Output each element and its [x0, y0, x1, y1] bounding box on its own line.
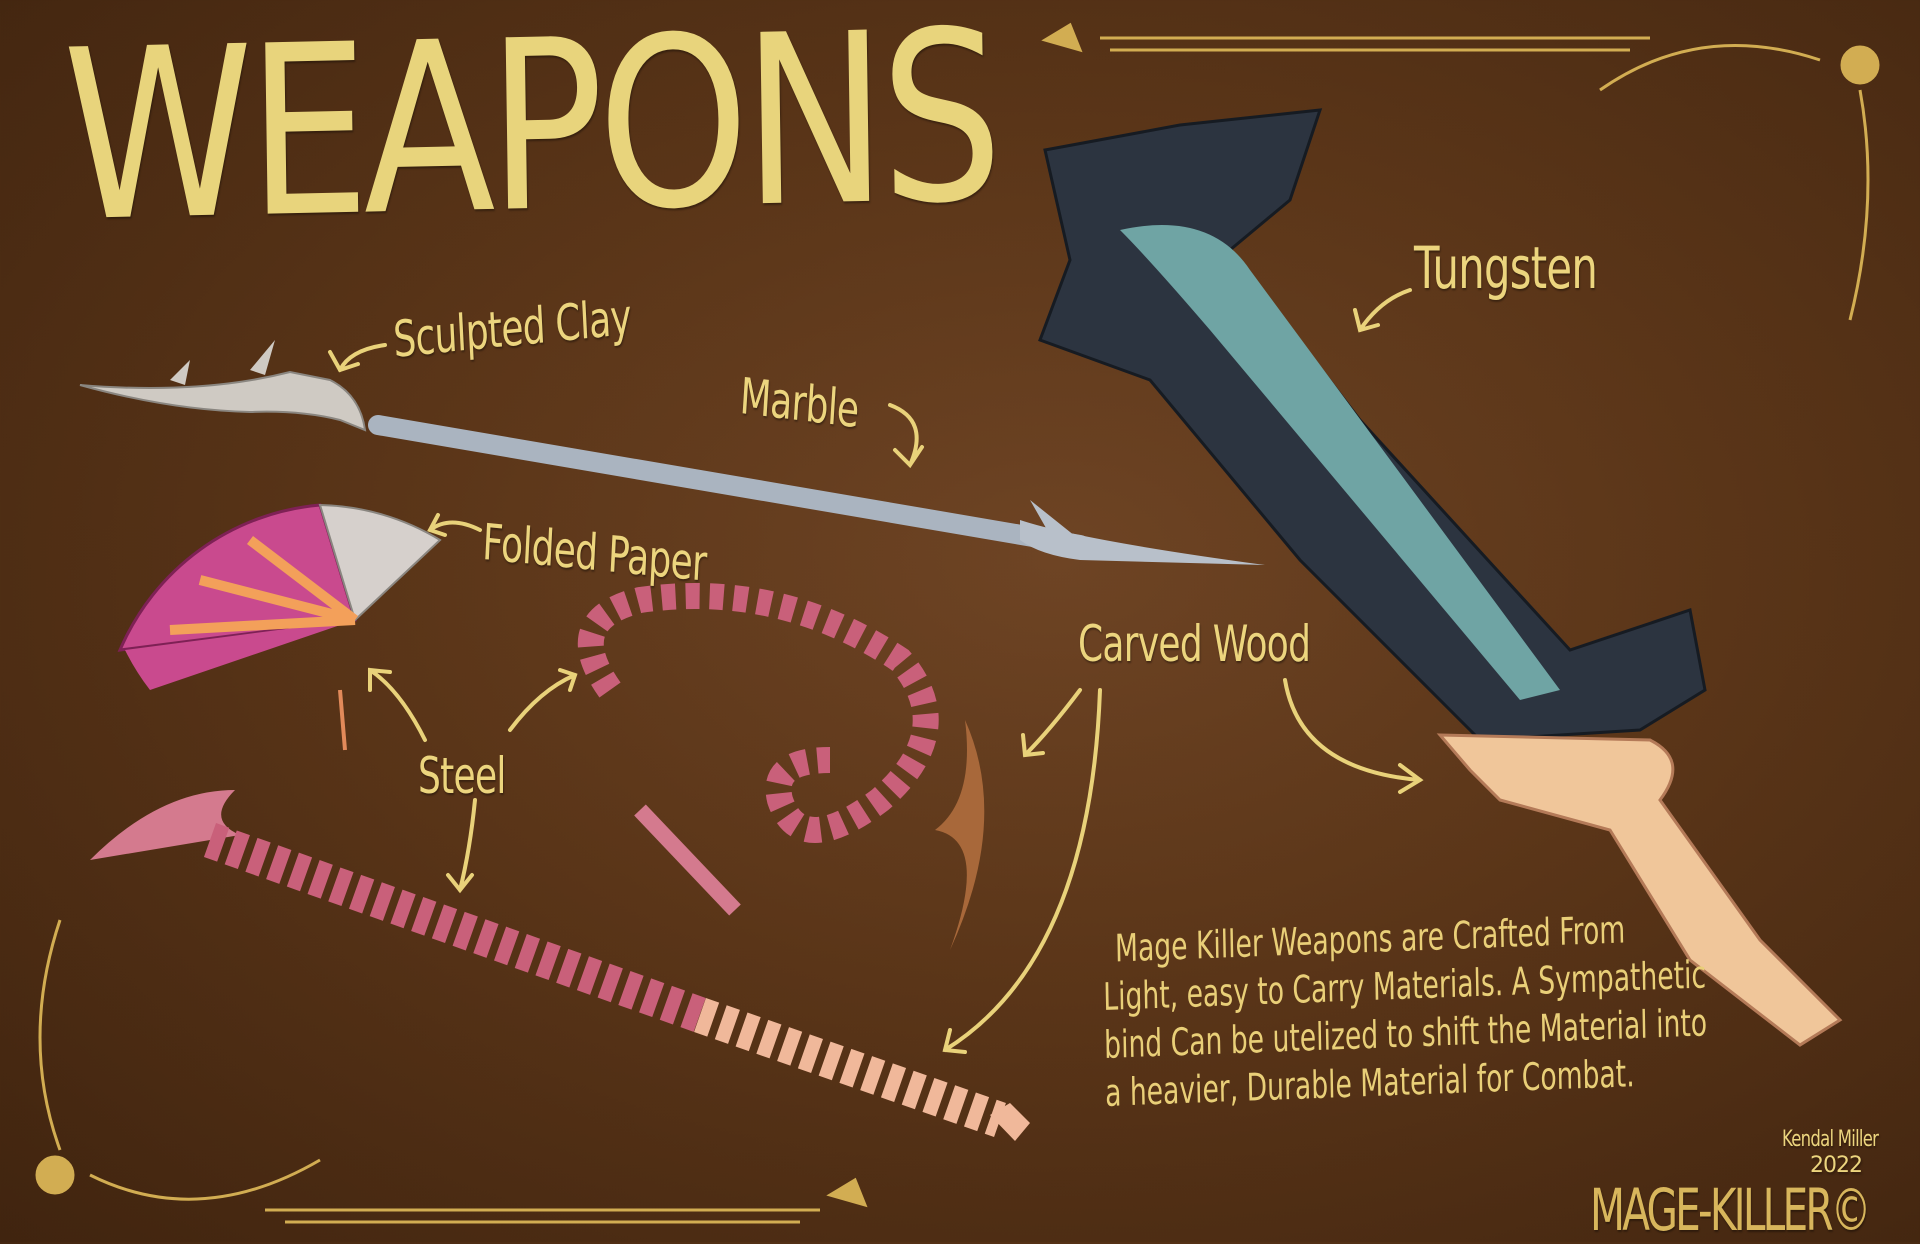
fan-folded-paper [117, 503, 442, 751]
annotation-arrows [328, 288, 1424, 1054]
label-carved-wood: Carved Wood [1078, 615, 1311, 673]
page-title: WEAPONS [61, 0, 999, 274]
artist-year: 2022 [1810, 1153, 1863, 1178]
spear-sculpted-clay-marble [79, 340, 1265, 565]
ornament-top-right [1041, 22, 1880, 321]
artist-name: Kendal Miller [1782, 1127, 1879, 1152]
label-steel: Steel [418, 747, 506, 805]
chain-sword-steel-wood [90, 790, 1030, 1141]
whip-steel [577, 583, 939, 916]
mage-killer-logo: MAGE-KILLER© [1590, 1176, 1871, 1244]
ornament-bottom-left [35, 919, 868, 1224]
sword-tungsten-carved-wood [1038, 108, 1843, 1047]
description-text: Mage Killer Weapons are Crafted From Lig… [1102, 899, 1805, 1117]
label-tungsten: Tungsten [1414, 234, 1598, 302]
boomerang-carved-wood [935, 720, 985, 950]
